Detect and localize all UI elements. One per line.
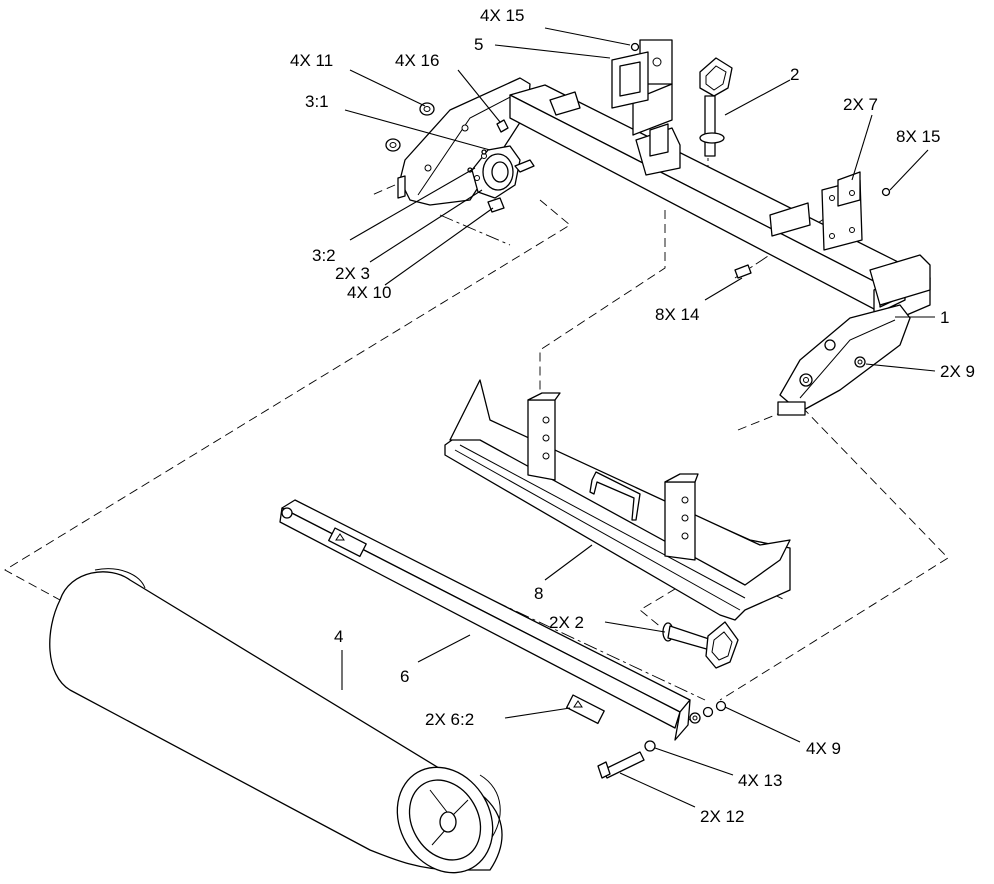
long-bar — [279, 499, 727, 779]
callout-4x13: 4X 13 — [738, 771, 782, 790]
callout-2x9: 2X 9 — [940, 362, 975, 381]
callout-4x16: 4X 16 — [395, 51, 439, 70]
callout-4x15-top: 4X 15 — [480, 6, 524, 25]
callout-4x9: 4X 9 — [806, 739, 841, 758]
callout-8x14: 8X 14 — [655, 305, 699, 324]
callout-1: 1 — [940, 308, 949, 327]
callout-2x7: 2X 7 — [843, 95, 878, 114]
callout-8: 8 — [534, 584, 543, 603]
side-plate-bearing-assembly — [385, 77, 535, 213]
callout-6: 6 — [400, 667, 409, 686]
callout-leaders — [341, 27, 936, 808]
callout-4x11: 4X 11 — [290, 51, 333, 70]
lower-hitch-pin — [662, 621, 739, 669]
callout-2-top: 2 — [790, 65, 799, 84]
callout-8x15: 8X 15 — [896, 127, 940, 146]
scraper-tray — [444, 379, 791, 621]
callout-2x2: 2X 2 — [549, 613, 584, 632]
callout-4x10: 4X 10 — [347, 283, 391, 302]
callout-3-1: 3:1 — [305, 92, 329, 111]
hitch-pin — [699, 57, 733, 157]
callout-5: 5 — [474, 35, 483, 54]
callout-labels: 4X 15 5 4X 11 4X 16 3:1 2 2X 7 8X 15 3:2… — [290, 6, 975, 826]
main-frame — [509, 39, 931, 416]
callout-2x12: 2X 12 — [700, 807, 744, 826]
callout-2x3: 2X 3 — [335, 264, 370, 283]
callout-4: 4 — [334, 627, 343, 646]
callout-2x6-2: 2X 6:2 — [425, 710, 474, 729]
drum-roller — [49, 568, 503, 874]
callout-3-2: 3:2 — [312, 246, 336, 265]
